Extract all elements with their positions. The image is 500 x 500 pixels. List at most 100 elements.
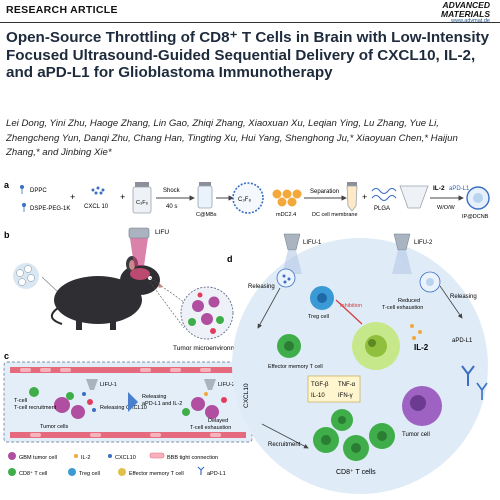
effector-memory-t-cell-icon xyxy=(277,334,301,358)
label-apdl1: aPD-L1 xyxy=(449,186,470,192)
label-lifu: LIFU xyxy=(155,229,169,236)
legend-apdl1: aPD-L1 xyxy=(207,471,226,477)
legend-bbb: BBB tight connection xyxy=(167,455,218,461)
il2-particle-icon xyxy=(276,268,296,288)
label-cd8: CD8⁺ T cells xyxy=(336,469,376,476)
label-releasing-ap1: Releasing xyxy=(142,394,166,400)
blood-vessel-top xyxy=(10,367,246,373)
label-dc-membrane: DC cell membrane xyxy=(312,212,358,218)
beaker-icon xyxy=(399,185,429,209)
label-treg: Treg cell xyxy=(308,314,329,320)
blood-vessel-bottom xyxy=(10,432,246,438)
tumor-microenvironment-inset xyxy=(180,286,234,340)
author-list: Lei Dong, Yini Zhu, Haoge Zhang, Lin Gao… xyxy=(6,118,458,158)
label-tgf: TGF-β xyxy=(311,382,329,388)
polymer-icon xyxy=(371,187,397,202)
ultrasound-transducer-icon xyxy=(128,227,150,266)
label-d-il2: IL-2 xyxy=(414,343,429,352)
label-cmbs: C@MBs xyxy=(196,212,217,218)
central-t-cell-icon xyxy=(352,322,400,370)
panel-d-circle xyxy=(232,238,488,494)
label-recruit: T-cell recruitment xyxy=(14,405,57,411)
arrow-icon xyxy=(261,423,309,449)
cell-cluster-left xyxy=(29,387,96,419)
centrifuge-tube-icon xyxy=(346,182,358,212)
label-c-lifu2: LIFU-2 xyxy=(218,382,235,388)
header-rule xyxy=(0,22,500,24)
label-separation: Separation xyxy=(310,189,339,195)
label-ifn: IFN-γ xyxy=(338,393,353,399)
article-header: RESEARCH ARTICLE ADVANCED MATERIALS www.… xyxy=(0,0,500,26)
injection-line xyxy=(41,276,59,293)
label-tnf: TNF-α xyxy=(338,382,356,388)
transducer-icon xyxy=(86,379,98,390)
article-title: Open-Source Throttling of CD8⁺ T Cells i… xyxy=(6,29,490,82)
legend-treg: Treg cell xyxy=(79,471,100,477)
label-c-lifu1: LIFU-1 xyxy=(100,382,117,388)
label-releasing-cxcl: Releasing CXCL10 xyxy=(100,405,147,411)
label-emtc: Effector memory T cell xyxy=(268,364,323,370)
label-recruitment: Recruitment xyxy=(268,442,301,448)
panel-c-letter: c xyxy=(4,351,9,361)
cell-cluster-right xyxy=(182,392,227,419)
label-tme: Tumor microenvironments xyxy=(173,345,249,352)
label-mdc: mDC2.4 xyxy=(276,212,296,218)
zoom-connector xyxy=(149,281,185,329)
panel-a-letter: a xyxy=(4,180,10,190)
panel-d: d LIFU-1 LIFU-2 xyxy=(227,233,488,494)
legend-effector-icon xyxy=(118,468,126,476)
label-reduced2: T-cell exhaustion xyxy=(382,305,423,311)
journal-name-line2: MATERIALS xyxy=(441,8,490,19)
lipid-icon xyxy=(20,185,26,212)
label-c3f8: C₃F₈ xyxy=(136,200,148,206)
panel-d-letter: d xyxy=(227,254,233,264)
plus-icon: + xyxy=(362,192,367,202)
legend-bbb-icon xyxy=(149,452,165,459)
label-releasing-ap2: aPD-L1 and IL-2 xyxy=(142,401,182,407)
transition-arrow-icon xyxy=(128,392,138,412)
article-type: RESEARCH ARTICLE xyxy=(6,4,118,16)
journal-url[interactable]: www.advmat.de xyxy=(451,18,490,24)
legend-cd8: CD8⁺ T cell xyxy=(19,470,47,477)
label-d-cxcl10: CXCL10 xyxy=(243,383,250,408)
cxcl-dots-icon xyxy=(91,186,105,195)
label-cxcl10: CXCL 10 xyxy=(84,204,109,210)
journal-logo: ADVANCED MATERIALS www.advmat.de xyxy=(441,1,490,25)
label-recruit-line1: T-cell xyxy=(14,398,27,404)
label-dspe: DSPE-PEG-1K xyxy=(30,206,70,212)
label-delayed1: Delayed xyxy=(208,418,228,424)
label-ipdcnb: IP@DCNB xyxy=(462,214,489,220)
label-delayed2: T-cell exhaustion xyxy=(190,425,231,431)
label-releasing-right: Releasing xyxy=(450,294,477,300)
panel-a: a DPPC DSPE-PEG-1K + CXCL 10 + xyxy=(4,180,490,220)
legend-gbm: GBM tumor cell xyxy=(19,455,57,461)
vial-icon xyxy=(132,182,152,214)
il2-sparkles-icon xyxy=(410,324,422,340)
apdl1-particle-icon xyxy=(419,271,441,293)
graphical-abstract: a DPPC DSPE-PEG-1K + CXCL 10 + xyxy=(0,178,500,500)
label-inhibition: Inhibition xyxy=(340,303,362,309)
antibody-icon xyxy=(461,365,488,400)
label-shock-time: 40 s xyxy=(166,204,177,210)
label-dppc: DPPC xyxy=(30,188,47,194)
inhibition-line xyxy=(335,299,363,325)
nanobubble-icon xyxy=(466,186,490,210)
plus-icon: + xyxy=(70,192,75,202)
label-shock: Shock xyxy=(163,188,181,194)
figure-legend: GBM tumor cell IL-2 CXCL10 BBB tight con… xyxy=(8,452,226,477)
legend-cxcl: CXCL10 xyxy=(115,455,136,461)
panel-b-letter: b xyxy=(4,230,10,240)
label-il2: IL-2 xyxy=(433,185,445,192)
label-d-lifu1: LIFU-1 xyxy=(303,240,322,246)
panel-c: c LIFU xyxy=(3,351,253,443)
label-d-lifu2: LIFU-2 xyxy=(414,240,433,246)
treg-cell-icon xyxy=(310,286,334,310)
transducer-icon xyxy=(282,233,302,274)
plus-icon: + xyxy=(120,192,125,202)
microbubble-icon xyxy=(232,182,264,214)
label-tumor-cell: Tumor cell xyxy=(402,432,430,438)
label-tumor-cells: Tumor cells xyxy=(40,424,68,430)
label-reduced1: Reduced xyxy=(398,298,420,304)
mouse-icon xyxy=(51,256,162,330)
